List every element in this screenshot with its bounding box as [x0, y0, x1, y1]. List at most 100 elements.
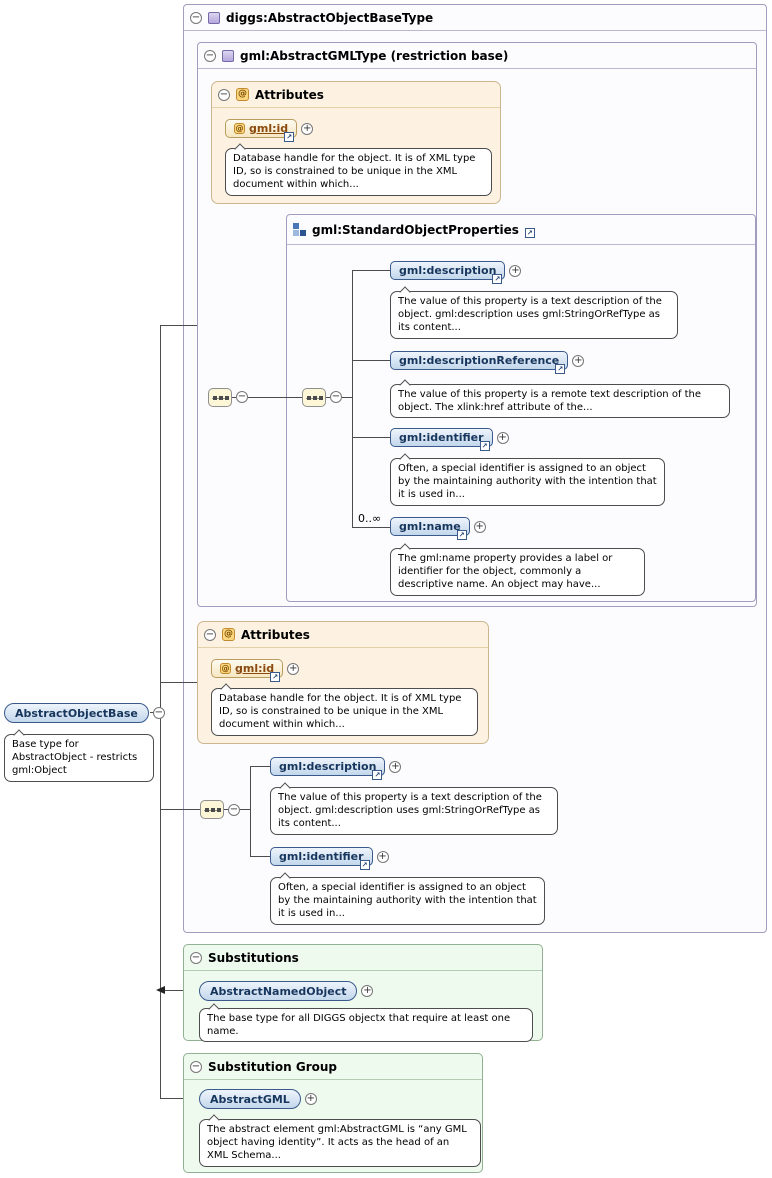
- element-badge-gml-identifier[interactable]: gml:identifier ↗: [390, 428, 493, 447]
- goto-definition-icon[interactable]: ↗: [480, 441, 490, 451]
- collapse-icon[interactable]: −: [204, 629, 216, 641]
- goto-definition-icon[interactable]: ↗: [555, 364, 565, 374]
- collapse-icon[interactable]: −: [218, 89, 230, 101]
- attribute-icon: @: [236, 88, 249, 101]
- frame-header: − @ Attributes: [212, 82, 500, 108]
- element-badge-abstractobjectbase[interactable]: AbstractObjectBase: [4, 703, 149, 723]
- element-name: gml:descriptionReference: [399, 354, 559, 367]
- connector-line: [352, 437, 390, 438]
- annotation-note: Database handle for the object. It is of…: [225, 148, 492, 196]
- frame-header: − gml:AbstractGMLType (restriction base): [198, 43, 756, 69]
- connector-line: [352, 527, 390, 528]
- frame-title: Substitutions: [208, 951, 299, 965]
- element-badge-abstractnamedobject[interactable]: AbstractNamedObject: [199, 981, 357, 1001]
- element-badge-gml-descriptionreference[interactable]: gml:descriptionReference ↗: [390, 351, 568, 370]
- expand-icon[interactable]: +: [572, 355, 584, 367]
- annotation-note: The base type for all DIGGS objectx that…: [199, 1008, 533, 1042]
- expand-icon[interactable]: +: [361, 985, 373, 997]
- attribute-row-gml-id: @ gml:id ↗ +: [225, 119, 313, 138]
- element-row-gml-description: gml:description ↗ +: [390, 261, 521, 280]
- element-name: gml:description: [399, 264, 496, 277]
- element-badge-gml-name[interactable]: gml:name ↗: [390, 517, 470, 536]
- collapse-icon[interactable]: −: [190, 1061, 202, 1073]
- goto-definition-icon[interactable]: ↗: [525, 228, 535, 238]
- goto-definition-icon[interactable]: ↗: [457, 530, 467, 540]
- frame-header: gml:StandardObjectProperties ↗: [287, 215, 755, 245]
- collapse-icon[interactable]: −: [204, 50, 216, 62]
- attribute-name: gml:id: [235, 662, 274, 675]
- element-row-gml-identifier: gml:identifier ↗ +: [390, 428, 509, 447]
- expand-icon[interactable]: +: [377, 851, 389, 863]
- connector-line: [352, 270, 390, 271]
- sequence-compositor-icon[interactable]: [200, 800, 224, 819]
- complextype-icon: [222, 50, 234, 62]
- goto-definition-icon[interactable]: ↗: [270, 672, 280, 682]
- substitution-arrow-icon: [156, 986, 165, 994]
- frame-header: − @ Attributes: [198, 622, 488, 648]
- frame-title: Substitution Group: [208, 1060, 337, 1074]
- goto-definition-icon[interactable]: ↗: [360, 860, 370, 870]
- frame-title: Attributes: [255, 88, 324, 102]
- connector-line: [352, 270, 353, 528]
- collapse-icon[interactable]: −: [190, 952, 202, 964]
- connector-line: [160, 1098, 183, 1099]
- annotation-note: Database handle for the object. It is of…: [211, 688, 478, 736]
- element-name: gml:identifier: [279, 850, 364, 863]
- annotation-note: The abstract element gml:AbstractGML is …: [199, 1119, 481, 1167]
- element-badge-gml-identifier[interactable]: gml:identifier ↗: [270, 847, 373, 866]
- collapse-icon[interactable]: −: [153, 707, 165, 719]
- element-row-abstractgml: AbstractGML +: [199, 1089, 317, 1109]
- expand-icon[interactable]: +: [287, 663, 299, 675]
- connector-line: [160, 325, 197, 326]
- element-badge-gml-description[interactable]: gml:description ↗: [390, 261, 505, 280]
- collapse-icon[interactable]: −: [228, 804, 240, 816]
- attribute-badge-gml-id[interactable]: @ gml:id ↗: [211, 659, 283, 678]
- collapse-icon[interactable]: −: [190, 12, 202, 24]
- connector-line: [248, 397, 302, 398]
- connector-line: [250, 856, 270, 857]
- expand-icon[interactable]: +: [497, 432, 509, 444]
- element-name: gml:identifier: [399, 431, 484, 444]
- connector-line: [342, 397, 352, 398]
- element-name: gml:description: [279, 760, 376, 773]
- collapse-icon[interactable]: −: [330, 391, 342, 403]
- annotation-note: Base type for AbstractObject - restricts…: [4, 734, 154, 782]
- expand-icon[interactable]: +: [305, 1093, 317, 1105]
- connector-line: [160, 809, 201, 810]
- expand-icon[interactable]: +: [389, 761, 401, 773]
- annotation-note: Often, a special identifier is assigned …: [390, 458, 665, 506]
- frame-title: diggs:AbstractObjectBaseType: [226, 11, 433, 25]
- expand-icon[interactable]: +: [509, 265, 521, 277]
- complextype-icon: [208, 12, 220, 24]
- frame-title: Attributes: [241, 628, 310, 642]
- element-badge-gml-description[interactable]: gml:description ↗: [270, 757, 385, 776]
- element-name: AbstractGML: [210, 1093, 290, 1106]
- frame-title: gml:StandardObjectProperties: [312, 223, 519, 237]
- annotation-note: The value of this property is a text des…: [390, 291, 678, 339]
- element-name: gml:name: [399, 520, 461, 533]
- attribute-icon: @: [220, 663, 231, 674]
- connector-line: [165, 990, 183, 991]
- collapse-icon[interactable]: −: [236, 391, 248, 403]
- expand-icon[interactable]: +: [301, 123, 313, 135]
- element-row-abstractobjectbase: AbstractObjectBase −: [4, 703, 165, 723]
- attribute-row-gml-id: @ gml:id ↗ +: [211, 659, 299, 678]
- attribute-badge-gml-id[interactable]: @ gml:id ↗: [225, 119, 297, 138]
- expand-icon[interactable]: +: [474, 521, 486, 533]
- sequence-compositor-icon[interactable]: [208, 388, 232, 407]
- annotation-note: The value of this property is a remote t…: [390, 384, 730, 418]
- sequence-compositor-icon[interactable]: [302, 388, 326, 407]
- element-row-gml-identifier: gml:identifier ↗ +: [270, 847, 389, 866]
- goto-definition-icon[interactable]: ↗: [284, 132, 294, 142]
- frame-header: − Substitution Group: [184, 1054, 482, 1080]
- goto-definition-icon[interactable]: ↗: [492, 274, 502, 284]
- element-row-abstractnamedobject: AbstractNamedObject +: [199, 981, 373, 1001]
- element-badge-abstractgml[interactable]: AbstractGML: [199, 1089, 301, 1109]
- goto-definition-icon[interactable]: ↗: [372, 770, 382, 780]
- annotation-note: The gml:name property provides a label o…: [390, 548, 645, 596]
- element-row-gml-description: gml:description ↗ +: [270, 757, 401, 776]
- element-row-gml-descriptionreference: gml:descriptionReference ↗ +: [390, 351, 584, 370]
- element-row-gml-name: gml:name ↗ +: [390, 517, 486, 536]
- frame-header: − diggs:AbstractObjectBaseType: [184, 5, 766, 31]
